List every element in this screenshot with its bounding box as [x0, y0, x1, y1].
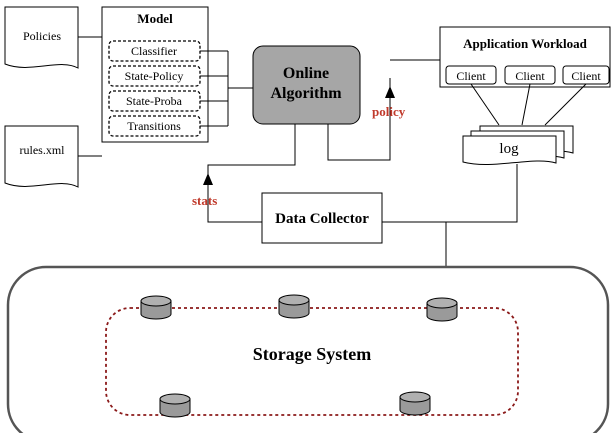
disk-icon [426, 297, 458, 322]
log-to-collector-connector [382, 164, 518, 223]
client-label-2: Client [515, 69, 545, 83]
policy-path [327, 78, 391, 161]
storage-dotted-loop [105, 307, 519, 416]
client-label-3: Client [571, 69, 601, 83]
transitions-label: Transitions [127, 119, 181, 133]
policy-label: policy [372, 104, 406, 119]
policy-arrow [385, 86, 395, 98]
storage-system-label: Storage System [253, 344, 371, 364]
online-algorithm-line2: Algorithm [270, 85, 342, 102]
log-documents: log [462, 125, 574, 166]
data-collector-box: Data Collector [261, 192, 383, 244]
state-proba-label: State-Proba [126, 94, 183, 108]
disk-icon [159, 393, 191, 418]
model-title: Model [137, 11, 173, 26]
online-algorithm-box: Online Algorithm [252, 45, 361, 125]
classifier-label: Classifier [131, 44, 177, 58]
client-label-1: Client [456, 69, 486, 83]
client-log-connectors [470, 83, 587, 126]
storage-system-container: Storage System [6, 265, 610, 433]
model-to-algorithm-connectors [200, 50, 253, 127]
state-policy-label: State-Policy [125, 69, 184, 83]
policies-document: Policies [4, 6, 79, 69]
log-label: log [499, 141, 519, 157]
online-algorithm-line1: Online [283, 65, 329, 82]
rules-document: rules.xml [4, 125, 79, 188]
policies-label: Policies [23, 29, 61, 43]
disk-icon [278, 294, 310, 319]
model-box: Model Classifier State-Policy State-Prob… [101, 6, 209, 143]
stats-arrow [203, 173, 213, 185]
rules-label: rules.xml [20, 143, 66, 157]
application-workload-box: Application Workload Client Client Clien… [439, 26, 611, 88]
stats-label: stats [192, 193, 217, 208]
disk-icon [140, 295, 172, 320]
stats-path [207, 124, 296, 223]
data-collector-label: Data Collector [275, 211, 369, 227]
disk-icon [399, 391, 431, 416]
application-workload-title: Application Workload [463, 36, 587, 51]
